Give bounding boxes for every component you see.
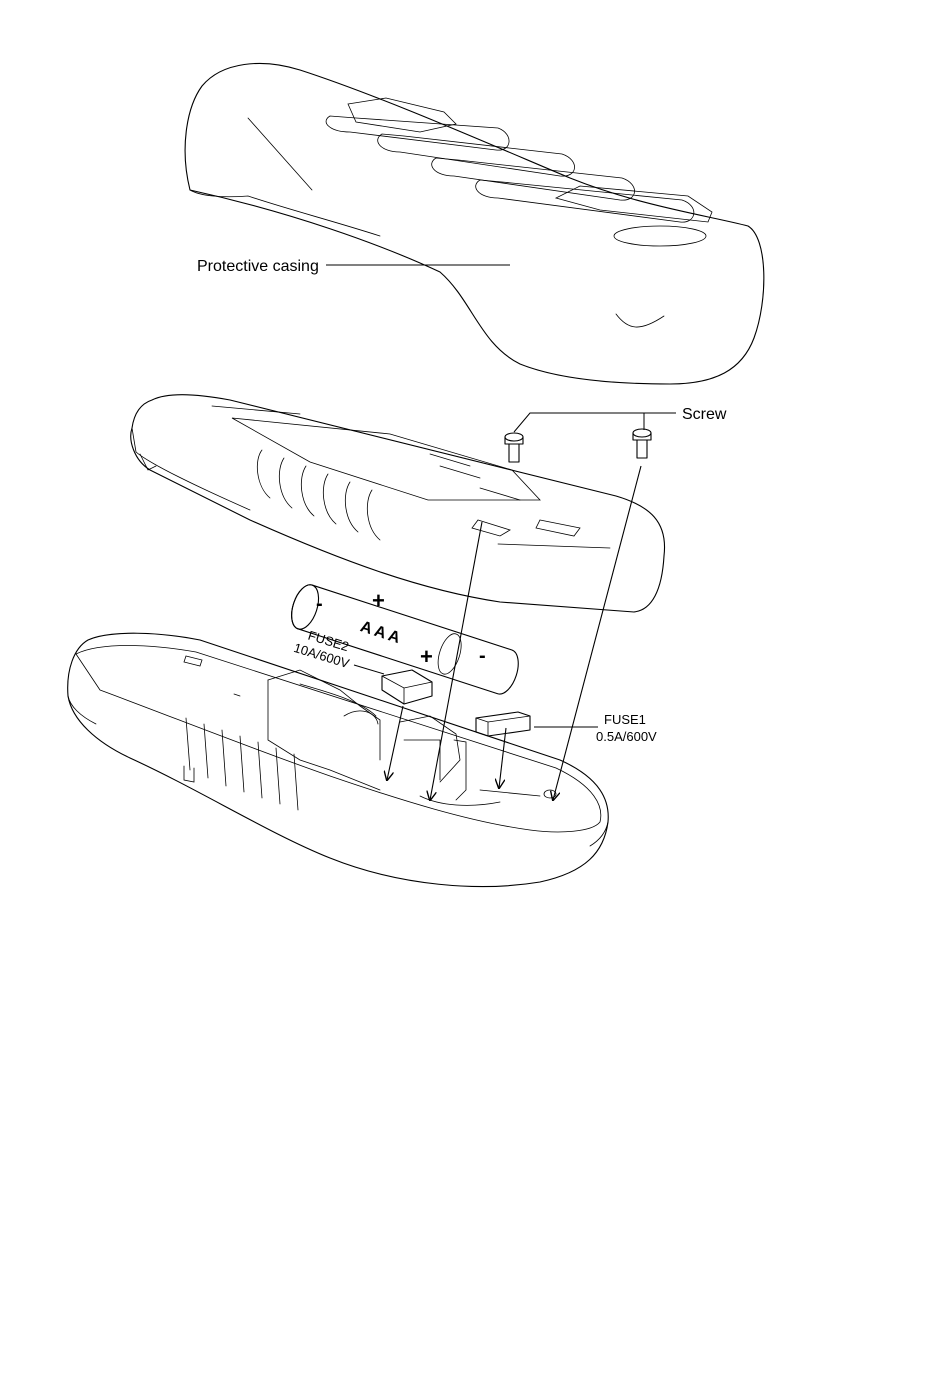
leader-screw — [514, 413, 676, 432]
label-fuse1-rating: 0.5A/600V — [596, 729, 657, 744]
battery-plus-end: + — [420, 644, 433, 669]
battery-type-label: AAA — [358, 618, 405, 648]
arrow-fuse1 — [499, 728, 506, 788]
battery-compartment — [268, 670, 556, 805]
front-panel — [131, 395, 665, 612]
panel-key-slots — [257, 450, 610, 548]
leader-fuse2 — [354, 665, 384, 674]
label-protective-casing: Protective casing — [197, 258, 319, 275]
casing-button-openings — [326, 98, 712, 222]
screw-right — [633, 429, 651, 458]
assembly-arrows — [387, 466, 641, 800]
fuse1-body — [476, 712, 530, 736]
screw-left — [505, 433, 523, 462]
arrow-fuse2 — [387, 706, 403, 780]
label-fuse1-name: FUSE1 — [604, 712, 646, 727]
fuse2-body — [382, 670, 432, 704]
battery-minus-right: - — [479, 645, 486, 667]
arrow-screw-right — [553, 466, 641, 800]
leader-lines — [326, 265, 676, 727]
protective-casing — [185, 63, 764, 384]
battery-plus-top: + — [372, 588, 385, 613]
label-screw: Screw — [682, 406, 727, 423]
housing-grip-ribs — [186, 718, 298, 810]
battery-minus-left: - — [316, 593, 323, 615]
bottom-housing — [68, 633, 609, 886]
